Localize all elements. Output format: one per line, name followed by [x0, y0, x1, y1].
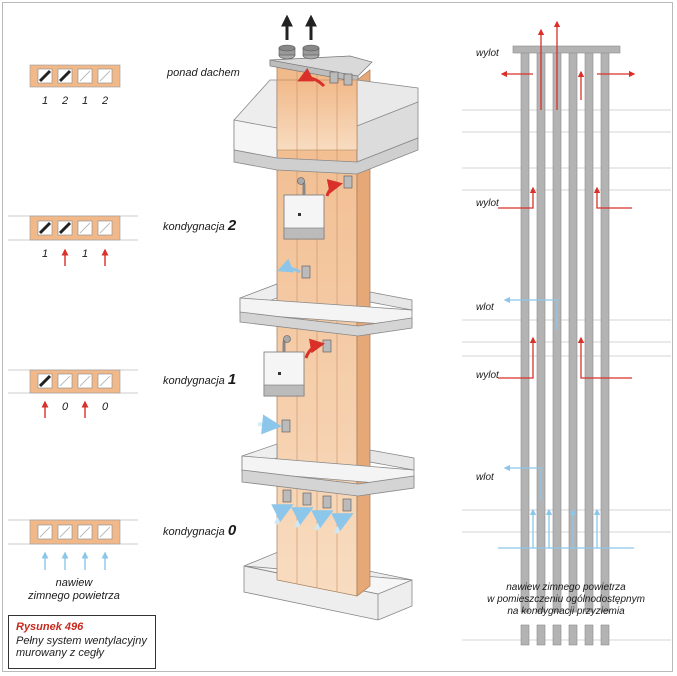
mini-section-roof [29, 64, 121, 88]
left-note-line-1: nawiew [56, 577, 94, 589]
right-label-outlet-1: wylot [476, 370, 500, 381]
right-label-outlet-2: wylot [476, 198, 500, 209]
chimney-3d [233, 14, 419, 621]
floor1-label-2: 0 [102, 401, 109, 413]
right-note-line-3: na kondygnacji przyziemia [507, 606, 625, 617]
mini-section-floor0 [8, 519, 138, 570]
boiler-floor2 [283, 177, 325, 240]
boiler-floor1 [263, 335, 305, 397]
caption-text: Pełny system wentylacyjny murowany z ceg… [16, 635, 148, 659]
right-note-line-2: w pomieszczeniu ogólnodostępnym [487, 594, 645, 605]
right-label-outlet-top: wylot [476, 48, 500, 59]
right-note-line-1: nawiew zimnego powietrza [506, 582, 626, 593]
left-note-line-2: zimnego powietrza [27, 590, 120, 602]
roof-label-4: 2 [101, 95, 108, 107]
mini-section-floor2 [8, 215, 138, 266]
level-label-roof: ponad dachem [166, 67, 240, 79]
floor2-label-1: 1 [42, 248, 48, 260]
level-label-floor0: kondygnacja 0 [163, 522, 237, 539]
roof-label-2: 2 [61, 95, 68, 107]
figure-caption: Rysunek 496 Pełny system wentylacyjny mu… [8, 615, 156, 669]
right-label-inlet-1: wlot [476, 302, 495, 313]
caption-line-2: murowany z cegły [16, 647, 105, 659]
floor1-label-1: 0 [62, 401, 69, 413]
mini-section-floor1 [8, 369, 138, 418]
roof-label-3: 1 [82, 95, 88, 107]
vertical-section [462, 20, 671, 646]
level-label-floor1: kondygnacja 1 [163, 371, 236, 388]
roof-label-1: 1 [42, 95, 48, 107]
level-label-floor2: kondygnacja 2 [163, 217, 237, 234]
floor2-label-2: 1 [82, 248, 88, 260]
caption-line-1: Pełny system wentylacyjny [16, 635, 147, 647]
caption-title: Rysunek 496 [16, 621, 84, 633]
right-label-inlet-0: wlot [476, 472, 495, 483]
